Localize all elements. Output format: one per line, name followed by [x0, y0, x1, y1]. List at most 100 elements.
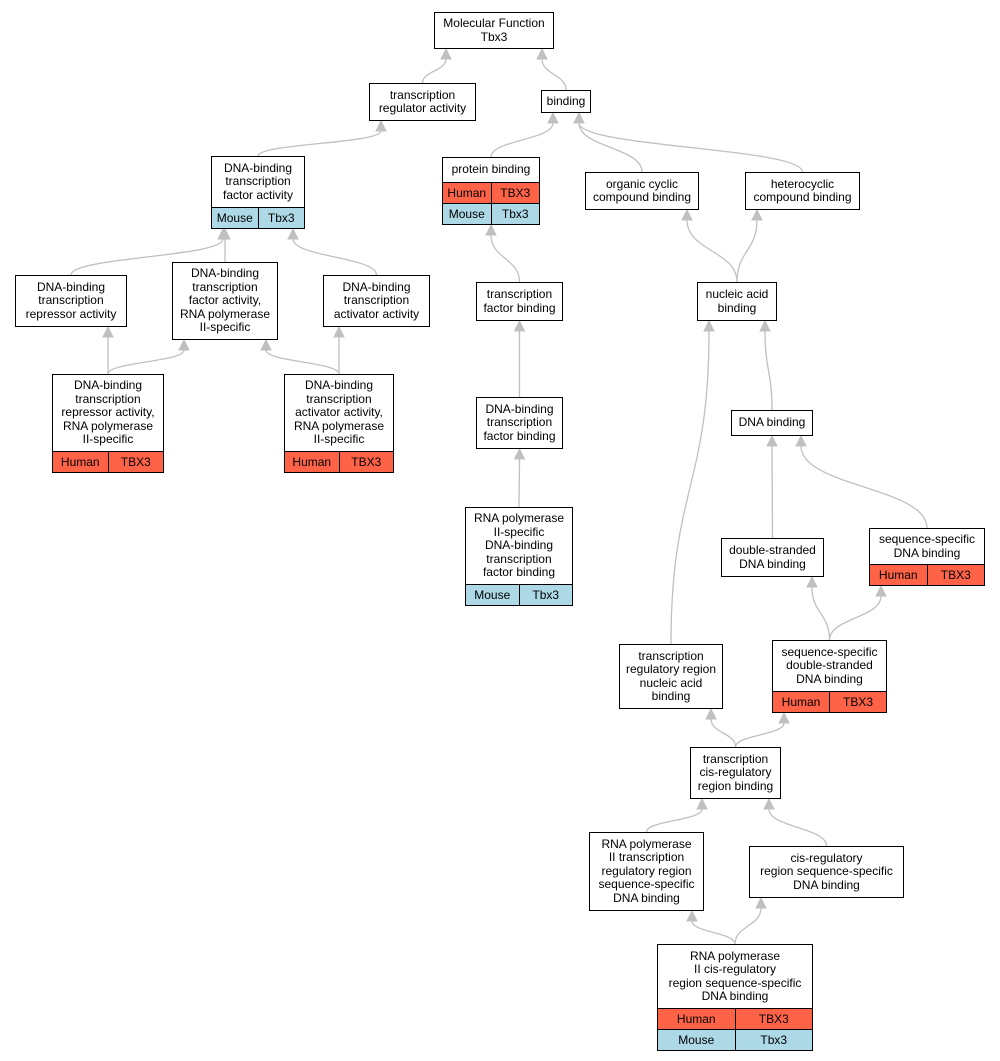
arrowhead-icon: [547, 111, 559, 124]
edge-rnap2-cis-regulatory-region-ssdb-to-rnap2-transcription-regulatory-region-ssdb: [691, 920, 736, 945]
go-term-label: DNA-binding transcription activator acti…: [333, 279, 420, 321]
edge-sequence-specific-ds-dna-binding-to-double-stranded-dna-binding: [811, 586, 831, 641]
go-term-label: DNA-binding transcription factor activit…: [179, 266, 271, 335]
annotation-organism: Human: [781, 695, 821, 709]
go-term-label: RNA polymerase II-specific DNA-binding t…: [473, 511, 565, 580]
annotation-organism: Mouse: [448, 207, 485, 221]
annotation-gene: Tbx3: [518, 585, 573, 605]
arrowhead-icon: [703, 319, 715, 332]
annotation-row-mouse: Mouse Tbx3: [658, 1029, 812, 1050]
edge-nucleic-acid-binding-to-organic-cyclic-compound-binding: [686, 219, 738, 283]
arrowhead-icon: [755, 896, 767, 909]
go-term-label: Molecular Function Tbx3: [443, 16, 545, 44]
go-term-activator-activity-rnap2[interactable]: DNA-binding transcription activator acti…: [284, 374, 394, 473]
go-term-label: sequence-specific DNA binding: [878, 532, 976, 560]
edge-dna-binding-to-nucleic-acid-binding: [764, 330, 773, 411]
arrowhead-icon: [696, 797, 708, 810]
edge-cis-regulatory-region-ssdb-to-transcription-cis-regulatory-region-binding: [768, 808, 828, 847]
go-term-label: transcription factor binding: [483, 287, 556, 315]
go-term-label: DNA-binding transcription repressor acti…: [25, 279, 117, 321]
annotation-gene: Tbx3: [257, 208, 305, 228]
go-term-label: DNA-binding transcription factor activit…: [222, 160, 294, 202]
annotation-organism: Mouse: [678, 1033, 715, 1047]
arrowhead-icon: [751, 208, 763, 221]
go-term-transcription-cis-regulatory-region-binding[interactable]: transcription cis-regulatory region bind…: [690, 747, 781, 799]
annotation-gene: TBX3: [926, 565, 985, 585]
edge-sequence-specific-ds-dna-binding-to-sequence-specific-dna-binding: [828, 595, 882, 641]
arrowhead-icon: [795, 434, 807, 447]
go-term-heterocyclic-compound-binding[interactable]: heterocyclic compound binding: [745, 172, 860, 210]
go-term-nucleic-acid-binding[interactable]: nucleic acid binding: [697, 282, 777, 321]
arrowhead-icon: [766, 434, 778, 447]
go-term-dna-binding[interactable]: DNA binding: [731, 410, 813, 436]
edge-transcription-cis-regulatory-region-binding-to-transcription-regulatory-region-nucleic-acid-binding: [710, 718, 737, 748]
annotation-gene: TBX3: [338, 452, 394, 472]
arrowhead-icon: [763, 797, 775, 810]
edge-double-stranded-dna-binding-to-dna-binding: [771, 445, 774, 539]
edge-rnap2-transcription-regulatory-region-ssdb-to-transcription-cis-regulatory-region-binding: [645, 808, 703, 833]
go-term-dna-binding-tf-repressor-activity[interactable]: DNA-binding transcription repressor acti…: [15, 275, 127, 327]
annotation-organism: Human: [676, 1012, 716, 1026]
go-term-transcription-regulatory-region-nucleic-acid-binding[interactable]: transcription regulatory region nucleic …: [619, 644, 723, 709]
annotation-organism: Human: [60, 455, 100, 469]
go-term-label: transcription regulator activity: [378, 87, 467, 115]
edge-rnap2-cis-regulatory-region-ssdb-to-cis-regulatory-region-ssdb: [734, 907, 762, 945]
arrowhead-icon: [681, 208, 693, 221]
go-term-double-stranded-dna-binding[interactable]: double-stranded DNA binding: [721, 538, 824, 577]
go-term-rnap2-cis-regulatory-region-ssdb[interactable]: RNA polymerase II cis-regulatory region …: [657, 944, 813, 1051]
go-term-sequence-specific-ds-dna-binding[interactable]: sequence-specific double-stranded DNA bi…: [772, 640, 887, 713]
go-term-label: protein binding: [451, 162, 531, 177]
go-term-rnap2-transcription-regulatory-region-ssdb[interactable]: RNA polymerase II transcription regulato…: [589, 832, 704, 911]
go-term-label: transcription regulatory region nucleic …: [625, 648, 717, 703]
arrowhead-icon: [287, 227, 299, 240]
go-term-repressor-activity-rnap2[interactable]: DNA-binding transcription repressor acti…: [52, 374, 164, 473]
go-term-transcription-regulator-activity[interactable]: transcription regulator activity: [369, 83, 476, 121]
go-term-dna-binding-tf-activator-activity[interactable]: DNA-binding transcription activator acti…: [323, 275, 430, 327]
edge-transcription-regulator-activity-to-molecular-function: [421, 58, 447, 84]
arrowhead-icon: [806, 575, 818, 588]
go-term-label: organic cyclic compound binding: [592, 176, 692, 204]
edge-binding-to-molecular-function: [541, 58, 567, 91]
edge-sequence-specific-dna-binding-to-dna-binding: [800, 445, 928, 529]
annotation-gene: TBX3: [734, 1009, 813, 1029]
go-term-label: DNA binding: [738, 415, 806, 430]
go-term-label: binding: [546, 93, 586, 108]
go-term-dna-binding-tf-activity[interactable]: DNA-binding transcription factor activit…: [211, 156, 305, 229]
arrowhead-icon: [705, 707, 717, 720]
edge-transcription-regulatory-region-nucleic-acid-binding-to-nucleic-acid-binding: [670, 330, 710, 645]
go-term-dna-binding-tf-activity-rnap2[interactable]: DNA-binding transcription factor activit…: [172, 262, 278, 340]
arrowhead-icon: [573, 111, 585, 124]
edge-nucleic-acid-binding-to-heterocyclic-compound-binding: [736, 219, 758, 283]
arrowhead-icon: [513, 319, 526, 332]
edge-dna-binding-tf-repressor-activity-to-dna-binding-tf-activity: [70, 238, 224, 276]
go-term-transcription-factor-binding[interactable]: transcription factor binding: [476, 282, 563, 321]
go-term-molecular-function[interactable]: Molecular Function Tbx3: [434, 12, 554, 49]
edge-activator-activity-rnap2-to-dna-binding-tf-activity-rnap2: [265, 349, 340, 375]
go-term-organic-cyclic-compound-binding[interactable]: organic cyclic compound binding: [585, 172, 699, 210]
edge-organic-cyclic-compound-binding-to-binding: [578, 122, 643, 173]
go-term-binding[interactable]: binding: [541, 90, 591, 113]
go-term-dna-binding-tf-binding[interactable]: DNA-binding transcription factor binding: [476, 397, 563, 449]
arrowhead-icon: [875, 584, 887, 597]
arrowhead-icon: [260, 338, 272, 351]
annotation-gene: TBX3: [829, 692, 886, 712]
annotation-organism: Human: [447, 186, 487, 200]
arrowhead-icon: [375, 119, 387, 132]
annotation-gene: TBX3: [490, 183, 540, 203]
edge-rnap2-dna-binding-tf-binding-to-dna-binding-tf-binding: [518, 458, 521, 508]
go-term-cis-regulatory-region-ssdb[interactable]: cis-regulatory region sequence-specific …: [749, 846, 904, 898]
go-term-rnap2-dna-binding-tf-binding[interactable]: RNA polymerase II-specific DNA-binding t…: [465, 507, 573, 606]
arrowhead-icon: [686, 909, 698, 922]
arrowhead-icon: [102, 325, 114, 338]
go-term-label: double-stranded DNA binding: [729, 543, 816, 571]
annotation-gene: Tbx3: [734, 1030, 813, 1050]
